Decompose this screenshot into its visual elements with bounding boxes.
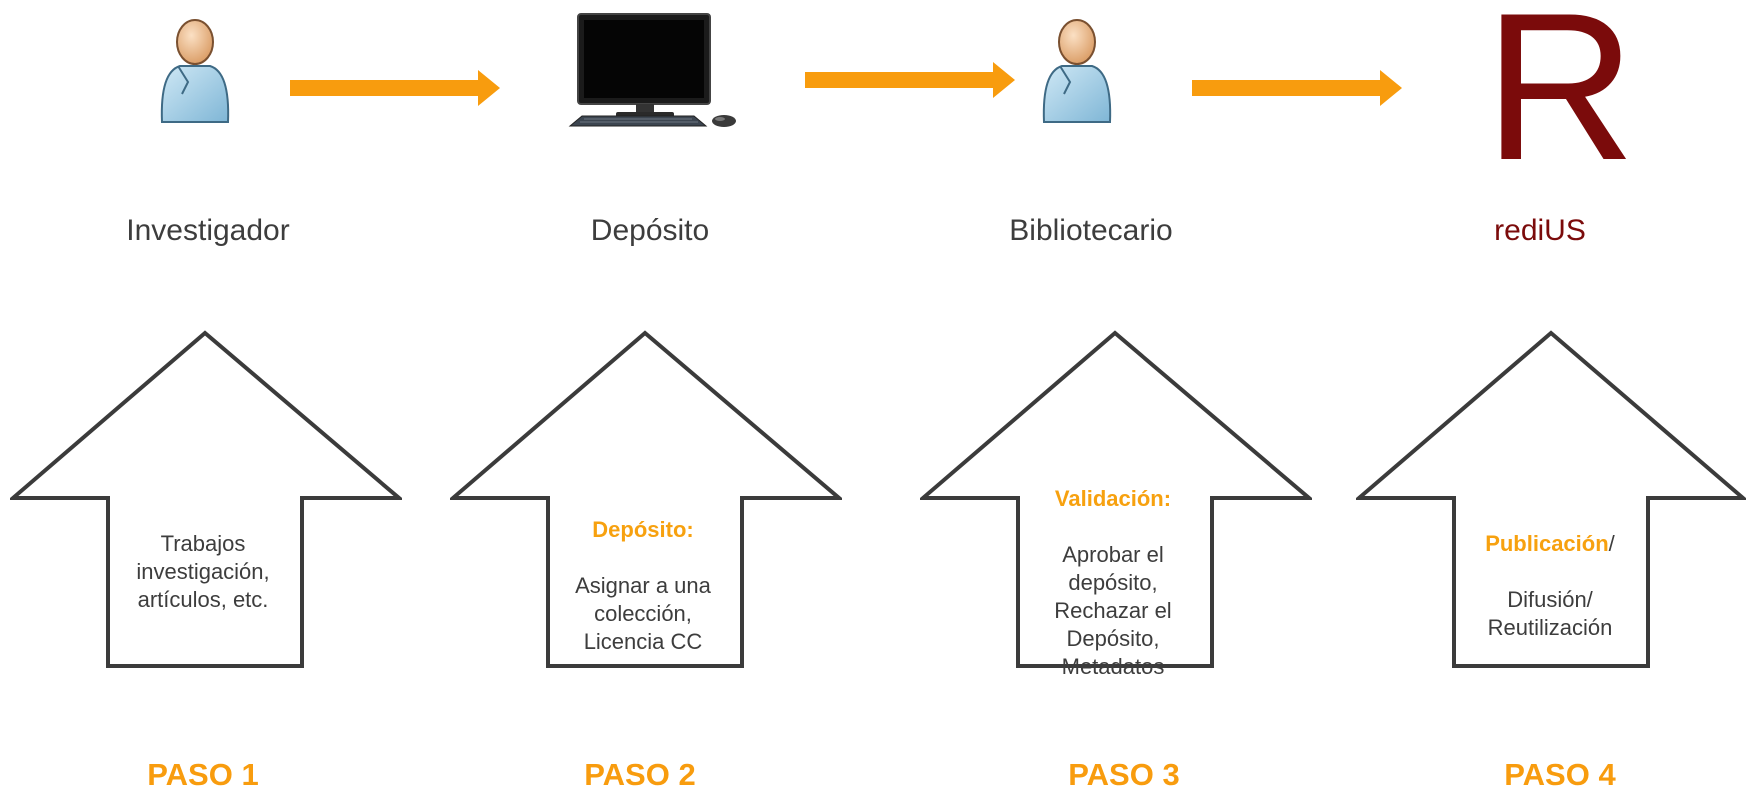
step1-text: Trabajos investigación, artículos, etc. — [136, 531, 270, 612]
step4-description: Publicación/ Difusión/ Reutilización — [1450, 502, 1650, 642]
computer-icon — [556, 8, 756, 138]
up-arrow-4 — [1356, 330, 1746, 668]
up-arrow-2 — [450, 330, 842, 668]
flow-arrow-3 — [1192, 70, 1402, 106]
step3-highlight: Validación: — [1054, 486, 1172, 511]
step-title-deposito: Depósito — [590, 214, 710, 247]
paso-4-label: PASO 4 — [1504, 757, 1616, 792]
paso-3-label: PASO 3 — [1068, 757, 1180, 792]
step4-highlight: Publicación — [1485, 531, 1609, 556]
flow-arrow-2 — [805, 62, 1015, 98]
redius-logo-letter: R — [1484, 0, 1636, 204]
paso-2-label: PASO 2 — [584, 757, 696, 792]
bibliotecario-person-icon — [1032, 10, 1122, 130]
step3-text: Aprobar el depósito, Rechazar el Depósit… — [1054, 542, 1172, 679]
up-arrow-1 — [10, 330, 402, 668]
step3-description: Validación: Aprobar el depósito, Rechaza… — [1013, 457, 1213, 681]
step-title-bibliotecario: Bibliotecario — [1009, 214, 1173, 247]
up-arrow-3 — [920, 330, 1312, 668]
step2-text: Asignar a una colección, Licencia CC — [575, 573, 711, 654]
step-title-investigador: Investigador — [126, 214, 290, 247]
redius-logo: R — [1470, 0, 1650, 192]
investigador-person-icon — [150, 10, 240, 130]
step4-text: Difusión/ Reutilización — [1487, 587, 1613, 640]
flow-arrow-1 — [290, 70, 500, 106]
paso-1-label: PASO 1 — [147, 757, 259, 792]
step2-highlight: Depósito: — [592, 517, 694, 542]
step4-highlight-suffix: / — [1608, 531, 1615, 556]
step2-description: Depósito: Asignar a una colección, Licen… — [543, 488, 743, 656]
step-title-redius: rediUS — [1494, 214, 1586, 247]
step1-description: Trabajos investigación, artículos, etc. — [103, 502, 303, 614]
